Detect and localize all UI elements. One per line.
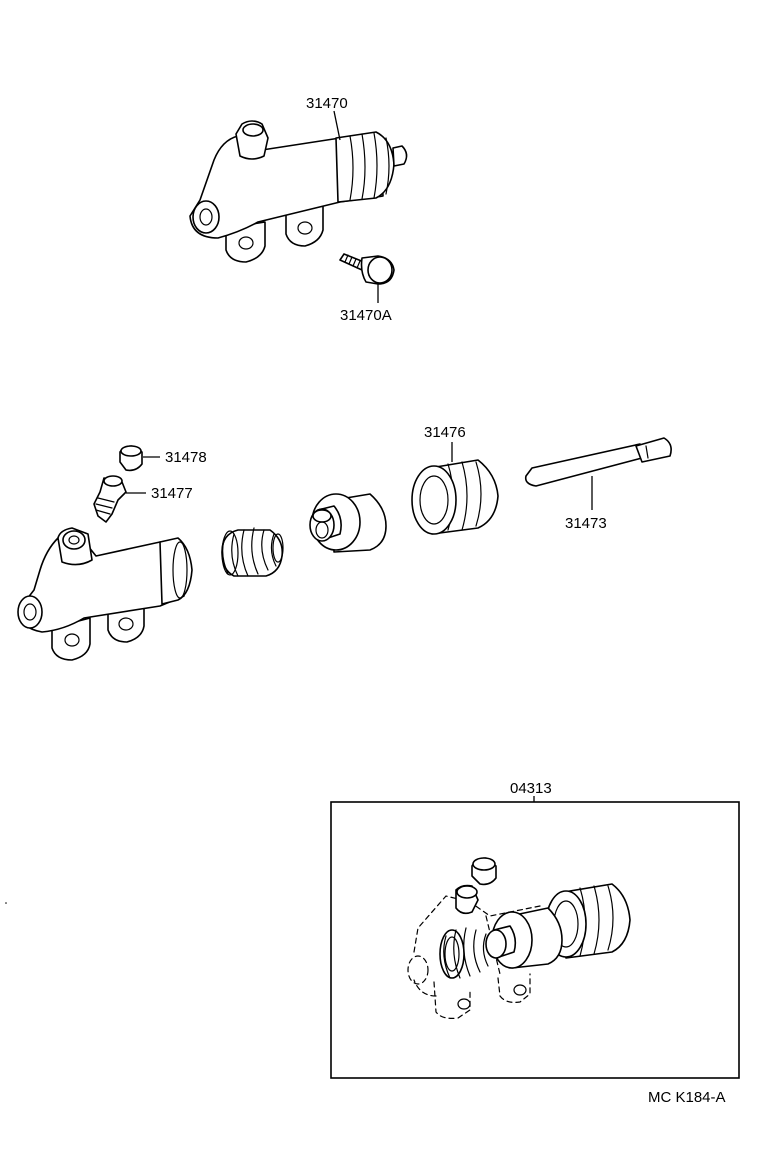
bleeder-plug[interactable] (93, 475, 127, 523)
repair-kit-box (330, 801, 740, 1079)
stray-dot (5, 902, 7, 904)
label-31473: 31473 (565, 515, 607, 532)
push-rod-stub (392, 145, 408, 167)
label-31476: 31476 (424, 424, 466, 441)
label-04313: 04313 (510, 780, 552, 797)
piston[interactable] (309, 493, 387, 553)
cylinder-body (19, 537, 185, 633)
cylinder-body-exploded[interactable] (17, 527, 193, 661)
diagram-code: MC K184-A (648, 1089, 726, 1106)
mount-ear-right (285, 205, 324, 247)
repair-kit-contents[interactable] (407, 857, 631, 1019)
inlet-port (192, 200, 220, 234)
label-31478: 31478 (165, 449, 207, 466)
spring[interactable] (221, 527, 284, 577)
cylinder-assembly[interactable] (189, 120, 408, 263)
label-31477: 31477 (151, 485, 193, 502)
boot[interactable] (411, 459, 499, 535)
bolt[interactable] (339, 253, 395, 285)
label-31470: 31470 (306, 95, 348, 112)
bleeder-cap[interactable] (119, 445, 143, 472)
push-rod[interactable] (524, 437, 672, 487)
cylinder-body (189, 135, 384, 239)
label-31470A: 31470A (340, 307, 392, 324)
inlet-port (17, 595, 43, 629)
